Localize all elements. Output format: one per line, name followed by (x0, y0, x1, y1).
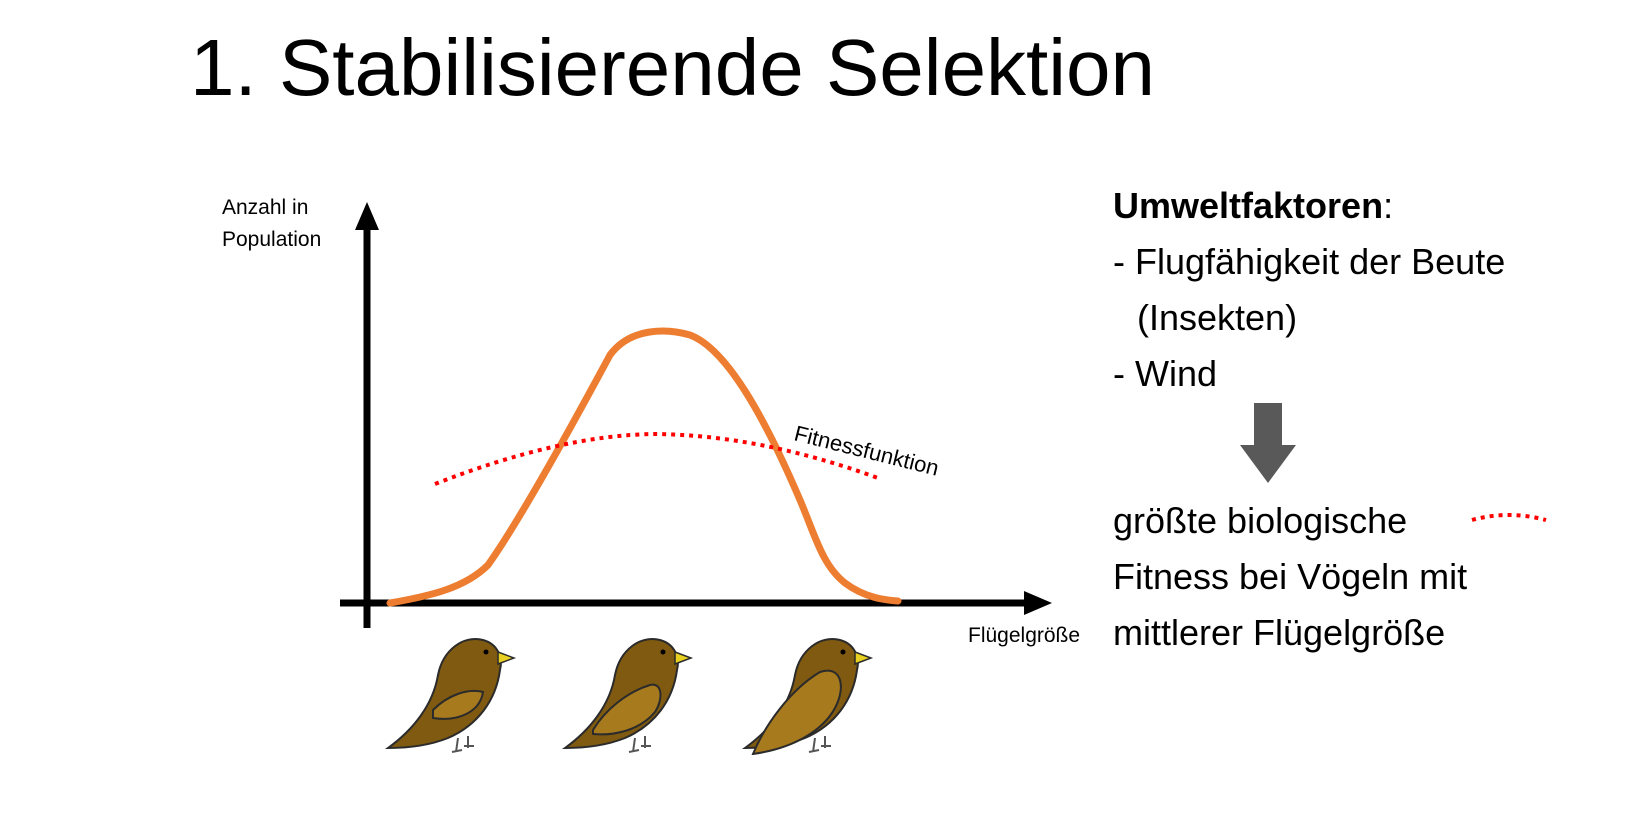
fitness-function-label: Fitnessfunktion (792, 421, 942, 481)
factors-heading-line: Umweltfaktoren: (1113, 178, 1505, 234)
fitness-function-curve (434, 431, 879, 486)
factor-item-prey-flight: - Flugfähigkeit der Beute (1113, 241, 1506, 282)
environmental-factors: Umweltfaktoren: - Flugfähigkeit der Beut… (1113, 178, 1505, 402)
x-axis-label: Flügelgröße (968, 624, 1081, 647)
result-line-2: Fitness bei Vögeln mit (1113, 556, 1468, 597)
bird-medium-wings-icon (561, 638, 694, 753)
factor-item-insects: (Insekten) (1137, 297, 1298, 338)
slide-title: 1. Stabilisierende Selektion (190, 23, 1156, 112)
population-distribution-curve (386, 327, 902, 607)
factors-heading-colon: : (1383, 185, 1394, 226)
fitness-legend-line (1471, 513, 1547, 522)
down-arrow-icon (1240, 403, 1296, 483)
factors-heading: Umweltfaktoren (1113, 185, 1384, 226)
bird-small-wings-icon (384, 638, 517, 753)
y-axis-label: Anzahl in Population (222, 192, 321, 256)
result-text: größte biologische Fitness bei Vögeln mi… (1113, 493, 1467, 661)
y-axis-label-line1: Anzahl in (222, 196, 309, 219)
y-axis-label-line2: Population (222, 228, 322, 251)
factor-item-wind: - Wind (1113, 353, 1218, 394)
bird-large-wings-icon (741, 638, 874, 755)
y-axis-arrowhead (355, 202, 379, 230)
x-axis-arrowhead (1024, 591, 1052, 615)
result-line-1: größte biologische (1113, 500, 1408, 541)
result-line-3: mittlerer Flügelgröße (1113, 612, 1446, 653)
